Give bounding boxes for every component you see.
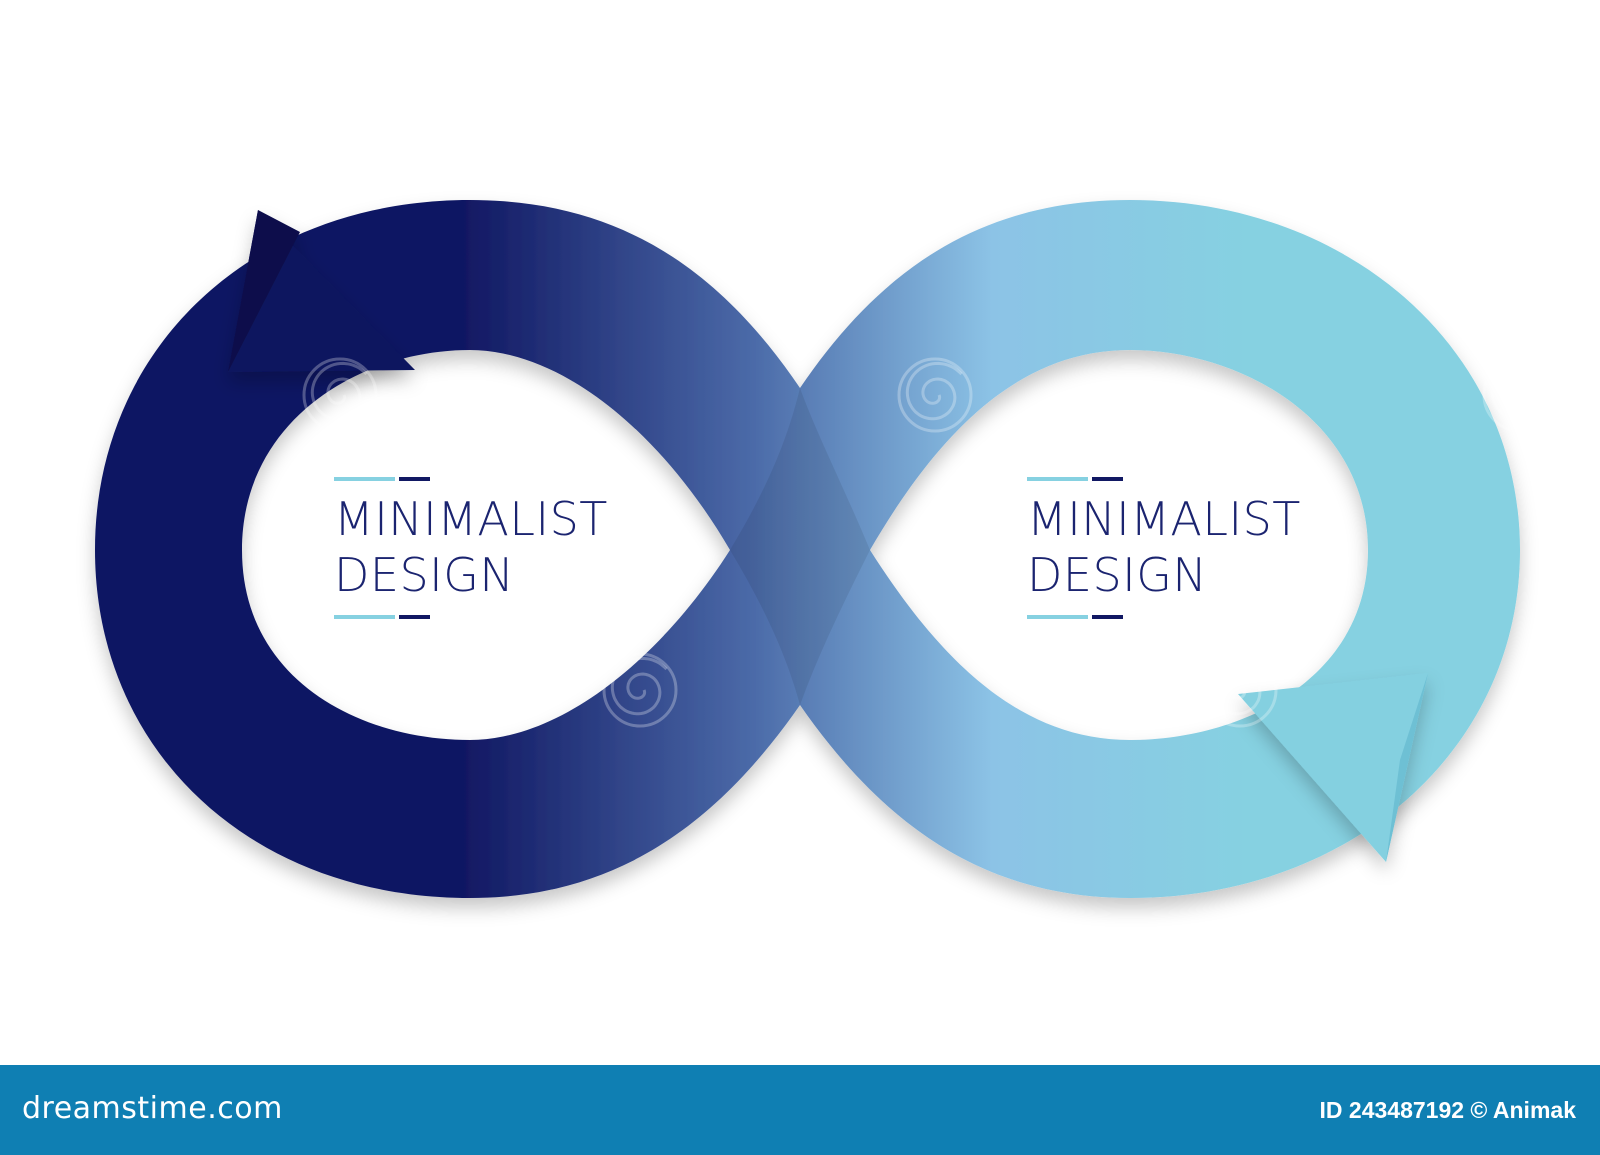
right-arrow-head-icon <box>1238 673 1428 862</box>
spiral-logo-icon <box>610 656 668 716</box>
spiral-logo-ring <box>897 357 973 433</box>
right-bottom-rule <box>1027 615 1123 619</box>
rule-light-segment <box>1027 615 1088 619</box>
rule-dark-segment <box>399 615 430 619</box>
left-top-rule <box>334 477 430 481</box>
footer-credit: ID 243487192 © Animak <box>1319 1097 1576 1123</box>
left-bottom-rule <box>334 615 430 619</box>
rule-dark-segment <box>399 477 430 481</box>
footer-brand[interactable]: dreamstime.com <box>22 1091 283 1126</box>
right-top-rule <box>1027 477 1123 481</box>
spiral-logo-ring <box>602 652 678 728</box>
spiral-logo-ring <box>1482 947 1558 1023</box>
spiral-logo-ring <box>1482 357 1558 433</box>
rule-dark-segment <box>1092 615 1123 619</box>
spiral-logo-ring <box>1202 652 1278 728</box>
spiral-logo-icon <box>1210 66 1268 126</box>
crossing-fold <box>730 388 870 705</box>
spiral-logo-ring <box>302 357 378 433</box>
spiral-logo-icon <box>905 361 963 421</box>
watermark-spiral-logos <box>10 62 1558 1023</box>
left-arrow-head-icon <box>228 210 415 372</box>
spiral-logo-icon <box>310 951 368 1011</box>
spiral-logo-ring <box>10 62 86 138</box>
footer-bar: dreamstime.com ID 243487192 © Animak <box>0 1065 1600 1155</box>
spiral-logo-icon <box>18 66 76 126</box>
rule-light-segment <box>1027 477 1088 481</box>
infinity-band <box>95 200 1520 898</box>
spiral-logo-icon <box>310 361 368 421</box>
infinity-loop-diagram <box>10 62 1558 1023</box>
spiral-logo-ring <box>10 652 86 728</box>
spiral-logo-ring <box>897 947 973 1023</box>
spiral-logo-ring <box>602 62 678 138</box>
spiral-logo-icon <box>18 656 76 716</box>
spiral-logo-ring <box>302 947 378 1023</box>
spiral-logo-icon <box>1210 656 1268 716</box>
spiral-logo-icon <box>1490 951 1548 1011</box>
rule-dark-segment <box>1092 477 1123 481</box>
spiral-logo-icon <box>905 951 963 1011</box>
spiral-logo-icon <box>610 66 668 126</box>
rule-light-segment <box>334 477 395 481</box>
spiral-logo-icon <box>1490 361 1548 421</box>
rule-light-segment <box>334 615 395 619</box>
spiral-logo-ring <box>1202 62 1278 138</box>
